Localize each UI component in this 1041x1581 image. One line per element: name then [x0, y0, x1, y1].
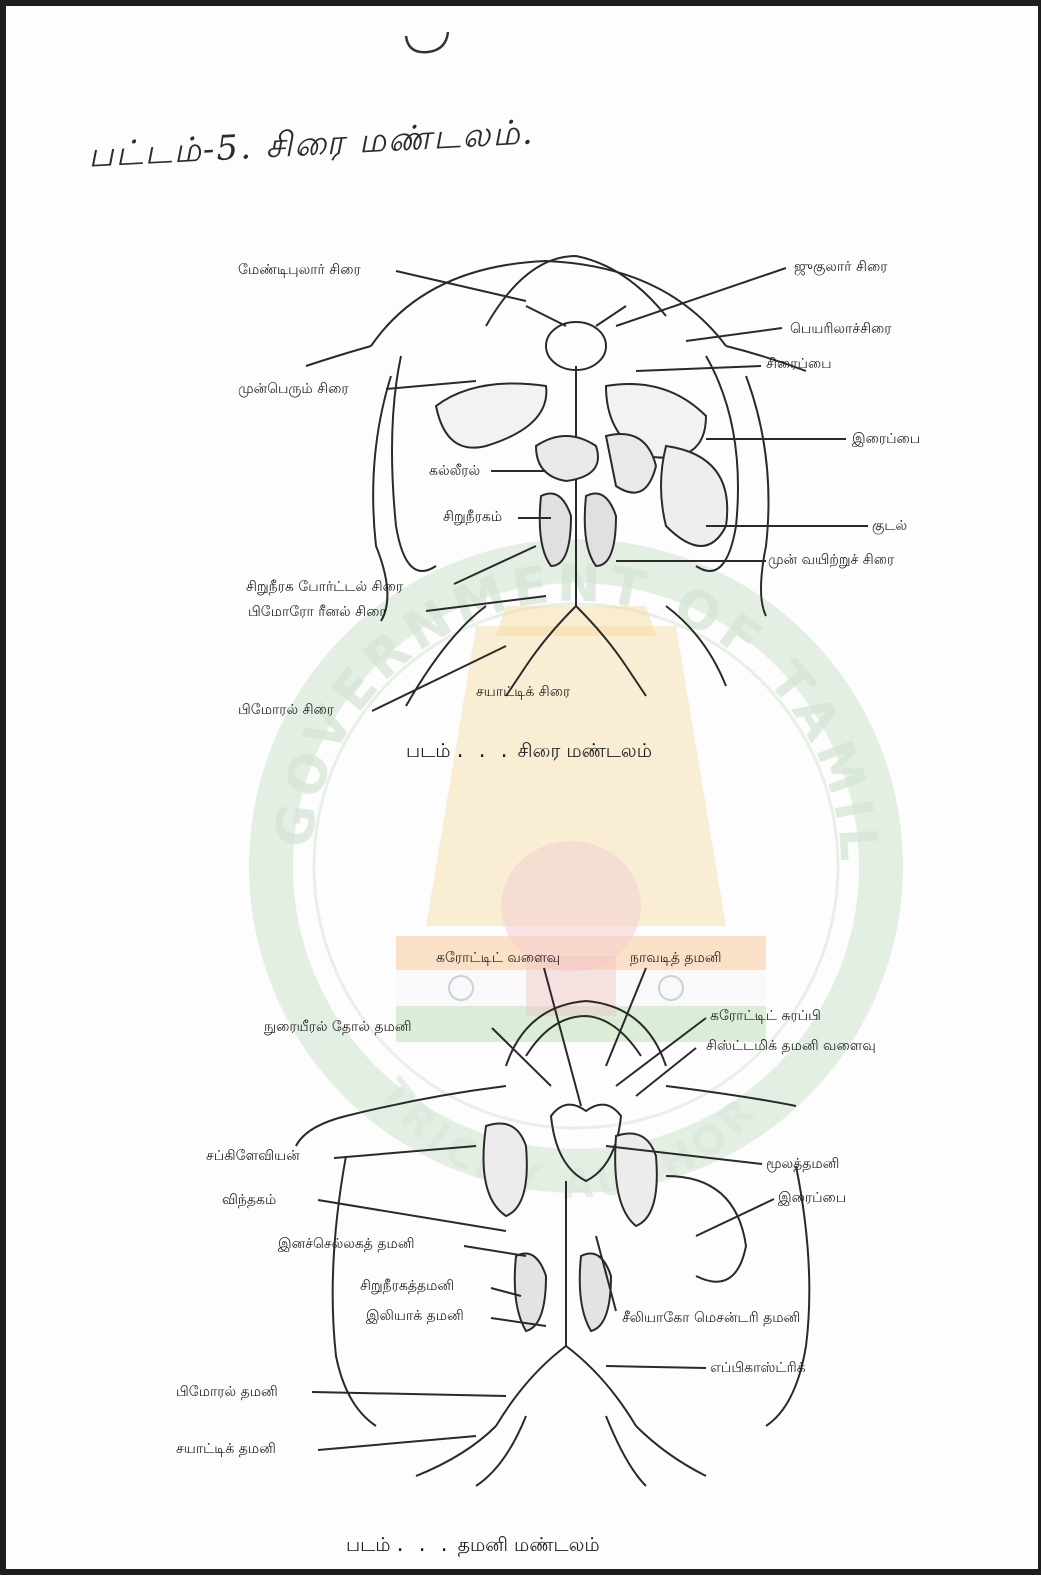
label-renal-artery: சிறுநீரகத்தமனி — [360, 1278, 454, 1296]
label-carotid-arch: கரோட்டிட் வளைவு — [436, 950, 560, 968]
label-subclavian-artery: சப்கிளேவியன் — [206, 1148, 300, 1166]
label-stomach: இரைப்பை — [778, 1190, 846, 1208]
artery-system-drawing — [6, 6, 1041, 1581]
label-lingual-artery: நாவடித் தமனி — [630, 950, 722, 968]
label-gonadal-artery: இனச்செல்லகத் தமனி — [278, 1236, 415, 1254]
label-carotid-gland: கரோட்டிட் சுரப்பி — [710, 1008, 821, 1026]
label-cutaneous-artery: நுரையீரல் தோல் தமனி — [264, 1019, 411, 1037]
label-coeliaco-mesenteric-artery: சீலியாகோ மெசன்டரி தமனி — [622, 1310, 800, 1328]
label-epigastric-artery: எப்பிகாஸ்ட்ரிக் — [710, 1360, 806, 1378]
label-systemic-arch: சிஸ்ட்டமிக் தமனி வளைவு — [706, 1036, 876, 1056]
label-iliac-artery: இலியாக் தமனி — [366, 1308, 464, 1326]
artery-caption-text: தமனி மண்டலம் — [458, 1534, 600, 1556]
label-dorsal-aorta: மூலத்தமனி — [766, 1156, 839, 1174]
artery-caption-dots: . . . — [397, 1532, 452, 1557]
artery-figure-caption: படம் . . . தமனி மண்டலம் — [346, 1532, 600, 1559]
label-testis: விந்தகம் — [222, 1192, 276, 1210]
label-femoral-artery: பிமோரல் தமனி — [176, 1384, 278, 1402]
label-sciatic-artery: சயாட்டிக் தமனி — [176, 1441, 276, 1459]
artery-caption-prefix: படம் — [346, 1534, 391, 1556]
